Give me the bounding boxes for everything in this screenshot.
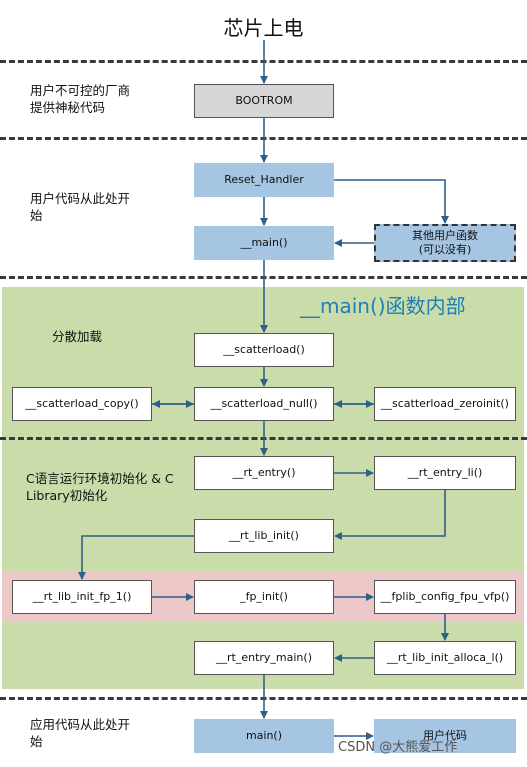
fp-init-box: _fp_init(): [194, 580, 334, 614]
scatterload-label: __scatterload(): [223, 343, 305, 356]
main-box: __main(): [194, 226, 334, 260]
rt-entry-main-box: __rt_entry_main(): [194, 641, 334, 675]
other-user-functions-label: 其他用户函数 (可以没有): [412, 229, 478, 256]
fplib-config-fpu-vfp-box: __fplib_config_fpu_vfp(): [374, 580, 516, 614]
rt-lib-init-label: __rt_lib_init(): [229, 529, 299, 542]
main-label: __main(): [240, 236, 288, 249]
diagram-title: 芯片上电: [223, 16, 304, 40]
user-code-label: 用户代码: [423, 729, 467, 742]
other-user-functions-box: 其他用户函数 (可以没有): [374, 224, 516, 262]
arrow-li-to-lib-init: [334, 490, 446, 540]
arrow-lib-init-to-fp1: [78, 535, 194, 580]
reset-handler-label: Reset_Handler: [224, 173, 304, 186]
rt-entry-li-box: __rt_entry_li(): [374, 456, 516, 490]
rt-lib-init-alloca-box: __rt_lib_init_alloca_l(): [374, 641, 516, 675]
section-label-app-start: 应用代码从此处开始: [30, 717, 131, 749]
scatterload-null-box: __scatterload_null(): [194, 387, 334, 421]
rt-entry-main-label: __rt_entry_main(): [216, 651, 312, 664]
rt-lib-init-alloca-label: __rt_lib_init_alloca_l(): [386, 651, 504, 664]
scatterload-box: __scatterload(): [194, 333, 334, 367]
csdn-watermark: CSDN @大熊爱工作: [338, 740, 458, 755]
bootrom-label: BOOTROM: [235, 94, 293, 107]
rt-entry-box: __rt_entry(): [194, 456, 334, 490]
section-label-clib: C语言运行环境初始化 & C Library初始化: [26, 471, 174, 503]
app-main-box: main(): [194, 719, 334, 753]
scatterload-null-label: __scatterload_null(): [210, 397, 318, 410]
rt-entry-li-label: __rt_entry_li(): [407, 466, 483, 479]
section-label-user-start: 用户代码从此处开始: [30, 191, 131, 223]
main-internal-title: __main()函数内部: [300, 294, 466, 318]
reset-handler-box: Reset_Handler: [194, 163, 334, 197]
scatterload-zeroinit-label: __scatterload_zeroinit(): [381, 397, 509, 410]
fp-init-label: _fp_init(): [240, 590, 288, 603]
fplib-config-fpu-vfp-label: __fplib_config_fpu_vfp(): [380, 590, 510, 603]
section-label-vendor: 用户不可控的厂商提供神秘代码: [30, 83, 131, 115]
rt-lib-init-fp-1-label: __rt_lib_init_fp_1(): [32, 590, 132, 603]
rt-entry-label: __rt_entry(): [232, 466, 296, 479]
rt-lib-init-fp-1-box: __rt_lib_init_fp_1(): [12, 580, 152, 614]
scatterload-copy-label: __scatterload_copy(): [25, 397, 139, 410]
rt-lib-init-box: __rt_lib_init(): [194, 519, 334, 553]
scatterload-zeroinit-box: __scatterload_zeroinit(): [374, 387, 516, 421]
section-label-scatter: 分散加载: [52, 329, 103, 344]
app-main-label: main(): [245, 729, 283, 742]
scatterload-copy-box: __scatterload_copy(): [12, 387, 152, 421]
user-code-box: 用户代码: [374, 719, 516, 753]
bootrom-box: BOOTROM: [194, 84, 334, 118]
arrow-reset-to-other: [334, 179, 449, 224]
